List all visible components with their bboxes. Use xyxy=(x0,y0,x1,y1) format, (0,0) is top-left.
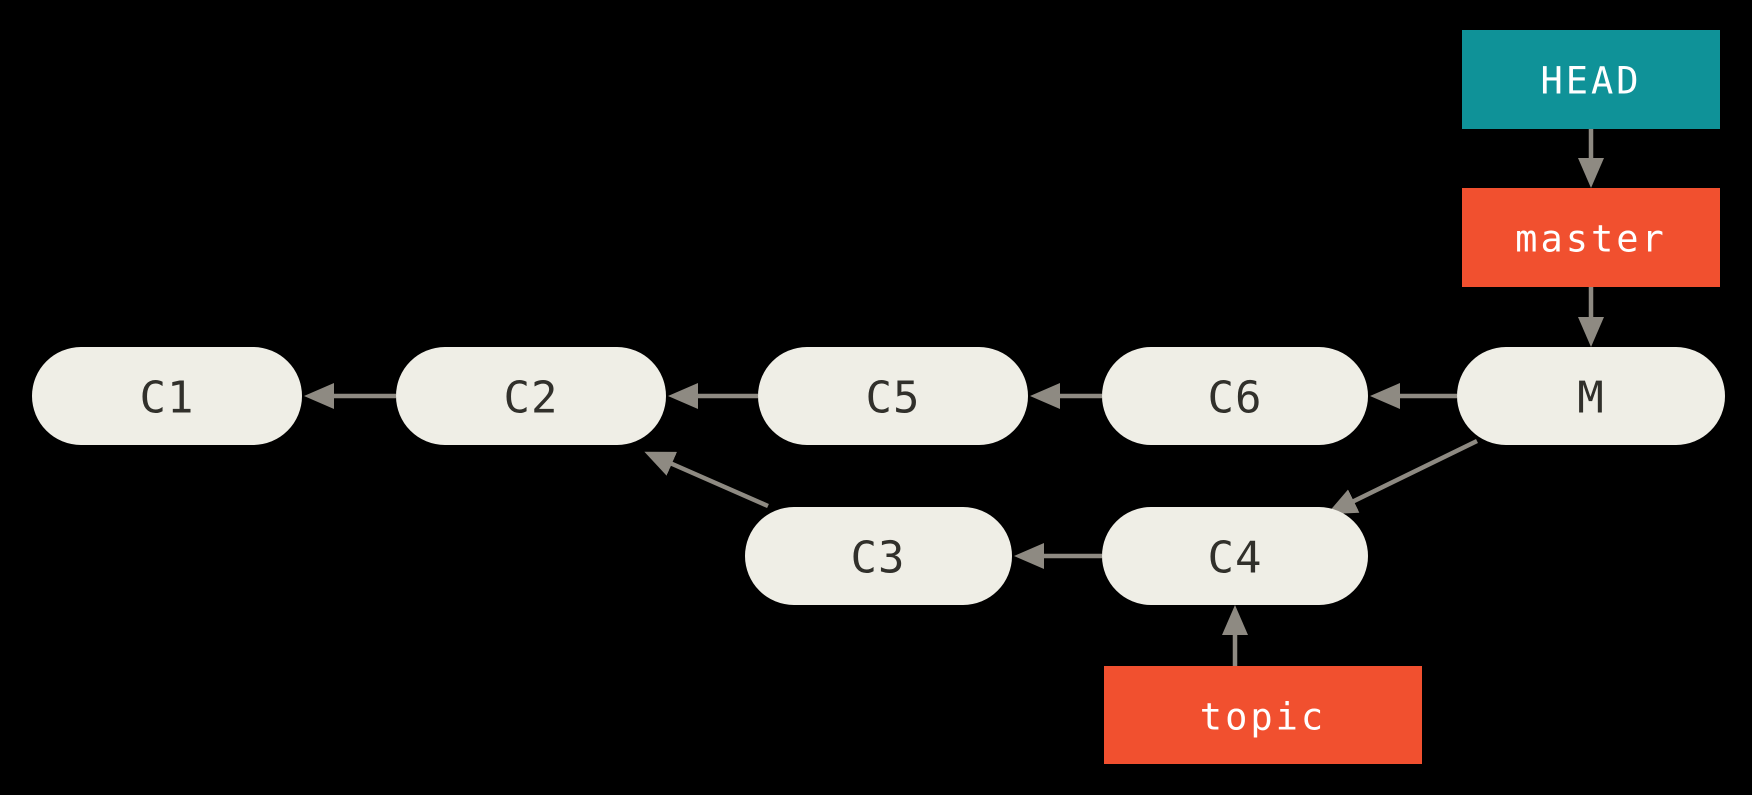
commit-label: M xyxy=(1577,373,1605,424)
edge-c3-to-c2 xyxy=(644,451,769,509)
commit-pill xyxy=(1102,347,1368,445)
edge-m-to-c4 xyxy=(1326,438,1478,515)
commit-label: C6 xyxy=(1208,373,1263,424)
commit-node-m: M xyxy=(1457,347,1725,445)
head-label: HEAD xyxy=(1540,60,1641,103)
commit-node-c6: C6 xyxy=(1102,347,1368,445)
ref-box-topic: topic xyxy=(1104,666,1422,764)
topic-label: topic xyxy=(1200,696,1326,739)
commit-label: C1 xyxy=(140,373,195,424)
topic-box xyxy=(1104,666,1422,764)
commit-pill xyxy=(1102,507,1368,605)
ref-box-master: master xyxy=(1462,188,1720,287)
commit-label: C4 xyxy=(1208,533,1263,584)
ref-box-head: HEAD xyxy=(1462,30,1720,129)
head-box xyxy=(1462,30,1720,129)
commit-label: C2 xyxy=(504,373,559,424)
commit-label: C5 xyxy=(866,373,921,424)
master-label: master xyxy=(1515,218,1667,261)
commit-node-c1: C1 xyxy=(32,347,302,445)
commit-pill xyxy=(396,347,666,445)
commit-node-c2: C2 xyxy=(396,347,666,445)
commit-pill xyxy=(32,347,302,445)
commit-pill xyxy=(745,507,1012,605)
commit-node-c3: C3 xyxy=(745,507,1012,605)
commit-pill xyxy=(758,347,1028,445)
edges-layer xyxy=(304,129,1604,666)
master-box xyxy=(1462,188,1720,287)
commit-node-c5: C5 xyxy=(758,347,1028,445)
commit-node-c4: C4 xyxy=(1102,507,1368,605)
commit-pill xyxy=(1457,347,1725,445)
commit-label: C3 xyxy=(851,533,906,584)
